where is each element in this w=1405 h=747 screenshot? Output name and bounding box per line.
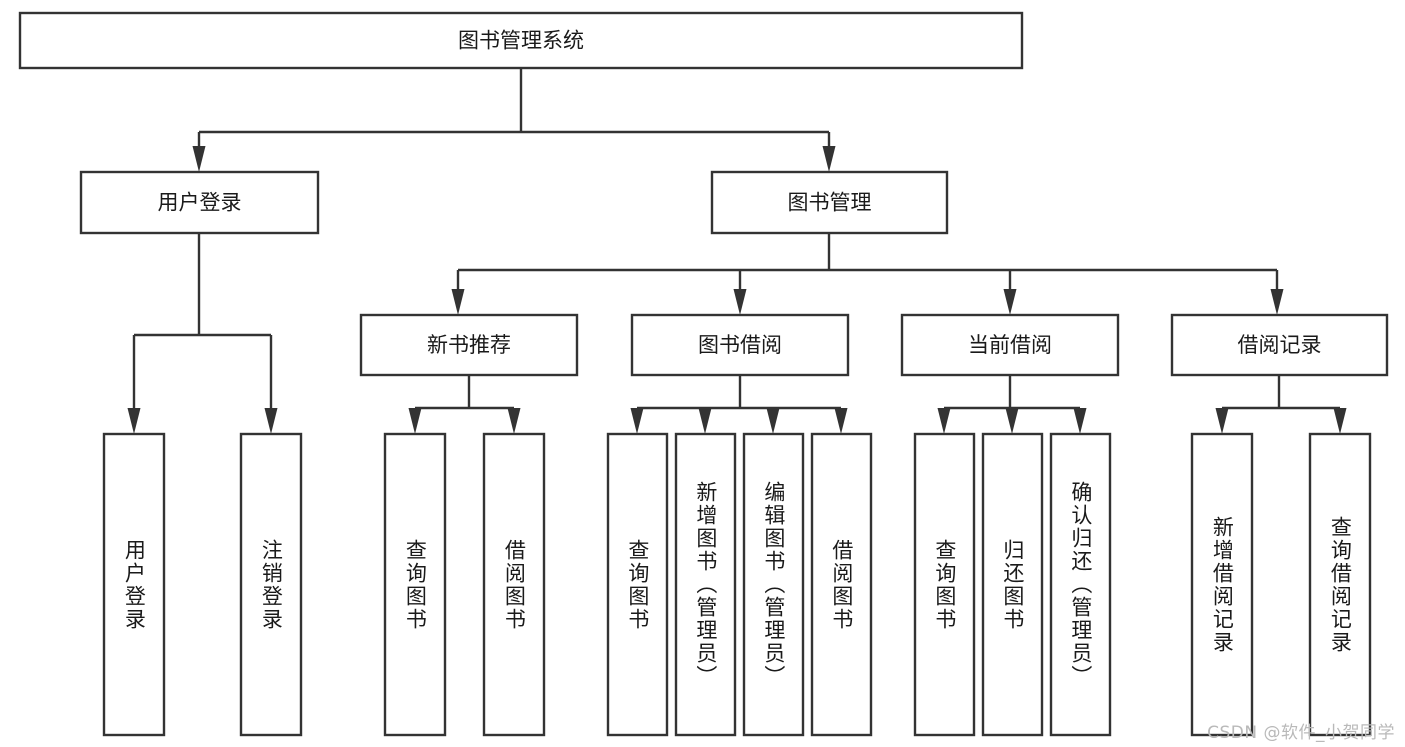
- node-box-leaf-add-book[interactable]: [674, 432, 737, 737]
- group-1-leaf-3-head: [834, 408, 848, 434]
- manage-to-level3-3-head: [1270, 289, 1284, 315]
- node-box-leaf-borrow-book-2[interactable]: [810, 432, 873, 737]
- node-label-new-book-recommend: 新书推荐: [427, 333, 511, 357]
- node-label-book-borrow: 图书借阅: [698, 333, 782, 357]
- root-to-level2-1-head: [822, 146, 836, 172]
- node-box-book-borrow[interactable]: [630, 313, 850, 377]
- login-leaf-0-head: [127, 408, 141, 434]
- node-box-new-book-recommend[interactable]: [359, 313, 579, 377]
- node-box-leaf-return-book[interactable]: [981, 432, 1044, 737]
- node-box-leaf-add-record[interactable]: [1190, 432, 1254, 737]
- node-box-borrow-record[interactable]: [1170, 313, 1389, 377]
- node-box-leaf-edit-book[interactable]: [742, 432, 805, 737]
- node-box-leaf-query-book-1[interactable]: [383, 432, 447, 737]
- group-0-leaf-0-head: [408, 408, 422, 434]
- node-box-leaf-query-record[interactable]: [1308, 432, 1372, 737]
- node-label-borrow-record: 借阅记录: [1238, 333, 1322, 357]
- node-box-leaf-borrow-book-1[interactable]: [482, 432, 546, 737]
- group-1-leaf-1-head: [698, 408, 712, 434]
- group-2-leaf-2-head: [1073, 408, 1087, 434]
- group-3-leaf-0-head: [1215, 408, 1229, 434]
- csdn-watermark: CSDN @软件_小贺同学: [1207, 723, 1395, 743]
- node-label-current-borrow: 当前借阅: [968, 333, 1052, 357]
- manage-to-level3-1-head: [733, 289, 747, 315]
- node-box-book-manage[interactable]: [710, 170, 949, 235]
- node-box-root[interactable]: [18, 11, 1024, 70]
- node-box-leaf-query-book-3[interactable]: [913, 432, 976, 737]
- node-box-leaf-query-book-2[interactable]: [606, 432, 669, 737]
- group-1-leaf-0-head: [630, 408, 644, 434]
- node-box-leaf-user-login[interactable]: [102, 432, 166, 737]
- node-label-user-login: 用户登录: [158, 191, 242, 215]
- node-box-user-login[interactable]: [79, 170, 320, 235]
- boxes-layer: [18, 11, 1389, 737]
- node-label-root: 图书管理系统: [458, 29, 584, 53]
- node-box-current-borrow[interactable]: [900, 313, 1120, 377]
- login-leaf-1-head: [264, 408, 278, 434]
- group-0-leaf-1-head: [507, 408, 521, 434]
- connectors-layer: [127, 68, 1347, 434]
- manage-to-level3-0-head: [451, 289, 465, 315]
- node-box-leaf-logout[interactable]: [239, 432, 303, 737]
- group-2-leaf-1-head: [1005, 408, 1019, 434]
- group-3-leaf-1-head: [1333, 408, 1347, 434]
- root-to-level2-0-head: [192, 146, 206, 172]
- node-label-book-manage: 图书管理: [788, 191, 872, 215]
- node-box-leaf-confirm-return[interactable]: [1049, 432, 1112, 737]
- manage-to-level3-2-head: [1003, 289, 1017, 315]
- group-2-leaf-0-head: [937, 408, 951, 434]
- group-1-leaf-2-head: [766, 408, 780, 434]
